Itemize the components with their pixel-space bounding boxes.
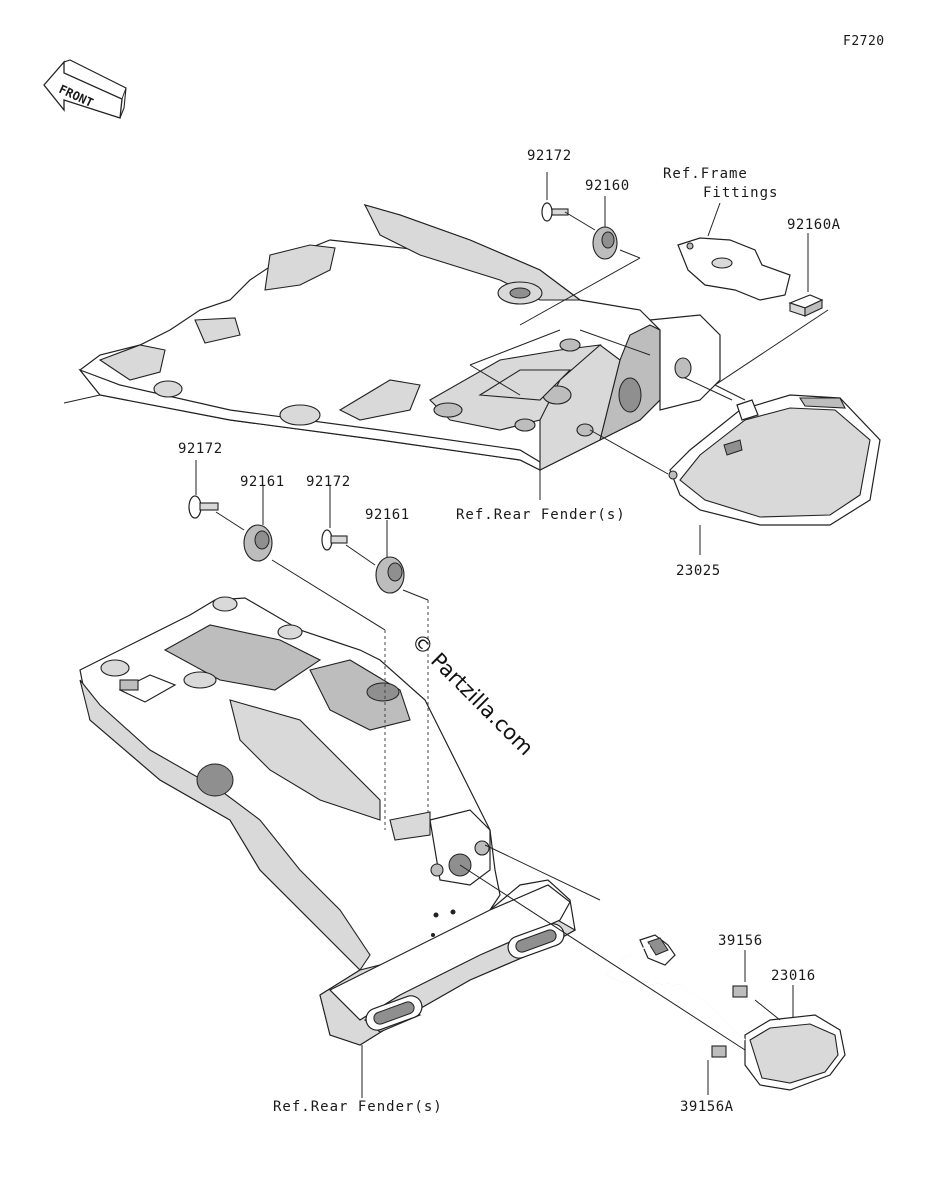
label-92172-mid: 92172 [306, 474, 351, 490]
upper-rear-fender [63, 204, 721, 471]
screw-92172-mid [321, 529, 348, 551]
label-ref-fittings: Fittings [703, 185, 778, 201]
lower-rear-fender [79, 596, 577, 1046]
label-ref-rear-fender-upper: Ref.Rear Fender(s) [456, 507, 626, 523]
label-92161-right: 92161 [365, 507, 410, 523]
label-ref-rear-fender-lower: Ref.Rear Fender(s) [273, 1099, 443, 1115]
grommet-92161-left [243, 524, 273, 562]
grommet-92161-right [375, 556, 405, 594]
screw-92172-left [188, 495, 219, 519]
frame-fittings-bracket [677, 237, 791, 301]
grommet-92160 [592, 226, 618, 260]
lower-leader-lines [195, 460, 794, 1098]
license-light-23016 [603, 934, 846, 1091]
front-arrow-icon: FRONT [43, 59, 127, 119]
rubber-92160a [788, 294, 824, 317]
diagram-code: F2720 [843, 34, 885, 49]
label-92161-left: 92161 [240, 474, 285, 490]
screw-92172-top [541, 202, 569, 222]
label-23025: 23025 [676, 563, 721, 579]
label-23016: 23016 [771, 968, 816, 984]
label-ref-frame: Ref.Frame [663, 166, 748, 182]
label-39156: 39156 [718, 933, 763, 949]
label-92160a: 92160A [787, 217, 841, 233]
label-92160: 92160 [585, 178, 630, 194]
label-92172-top: 92172 [527, 148, 572, 164]
label-92172-left: 92172 [178, 441, 223, 457]
tail-light-23025 [668, 394, 881, 526]
label-39156a: 39156A [680, 1099, 734, 1115]
upper-leader-lines [469, 172, 829, 555]
